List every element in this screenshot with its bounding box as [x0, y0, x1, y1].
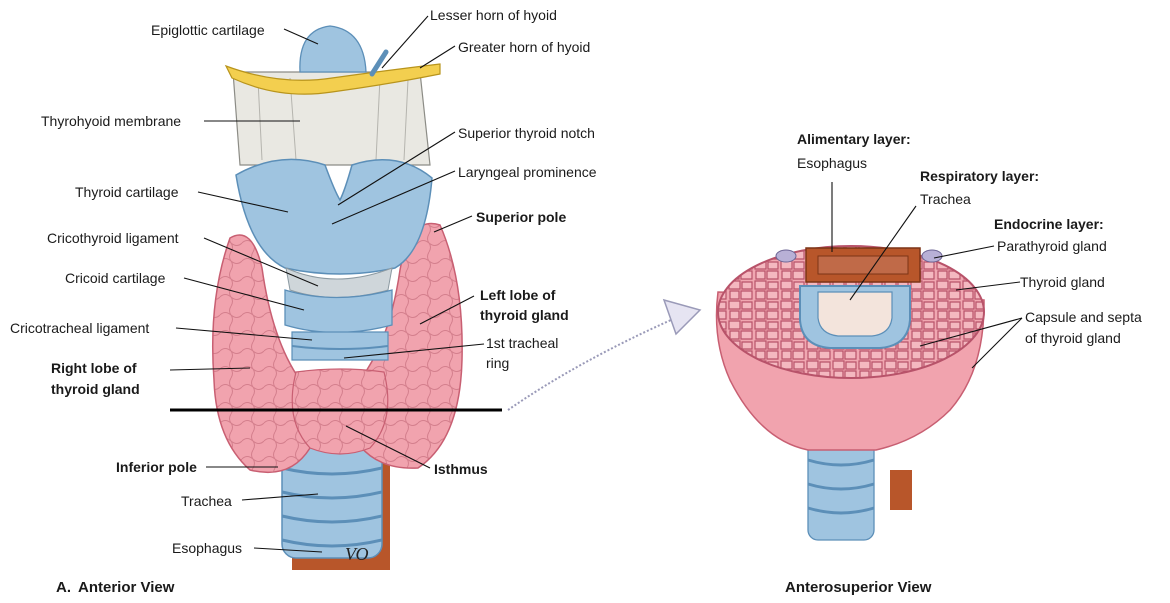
label-respiratory-layer: Respiratory layer: [920, 168, 1039, 184]
caption-anterosuperior-view: Anterosuperior View [785, 579, 932, 596]
label-lesser-horn-of-hyoid: Lesser horn of hyoid [430, 7, 557, 23]
label-cricoid-cartilage: Cricoid cartilage [65, 270, 166, 286]
epiglottic-cartilage-shape [300, 26, 366, 72]
label-esophagus-anterior: Esophagus [172, 540, 242, 556]
label-isthmus: Isthmus [434, 461, 488, 477]
label-parathyroid-gland: Parathyroid gland [997, 238, 1107, 254]
label-trachea-anterior: Trachea [181, 493, 232, 509]
label-right-lobe-line2: thyroid gland [51, 381, 140, 397]
caption-letter: A. [56, 579, 71, 596]
label-left-lobe-line1: Left lobe of [480, 287, 556, 303]
label-capsule-septa-line2: of thyroid gland [1025, 330, 1121, 346]
label-epiglottic-cartilage: Epiglottic cartilage [151, 22, 265, 38]
label-alimentary-layer: Alimentary layer: [797, 131, 911, 147]
label-trachea-section: Trachea [920, 191, 971, 207]
label-laryngeal-prominence: Laryngeal prominence [458, 164, 597, 180]
caption-anterior-view: Anterior View [78, 579, 175, 596]
label-superior-pole: Superior pole [476, 209, 566, 225]
anterior-view: VO [10, 7, 597, 596]
label-first-tracheal-ring-line1: 1st tracheal [486, 335, 558, 351]
label-superior-thyroid-notch: Superior thyroid notch [458, 125, 595, 141]
label-thyrohyoid-membrane: Thyrohyoid membrane [41, 113, 181, 129]
label-right-lobe-line1: Right lobe of [51, 360, 137, 376]
label-esophagus-section: Esophagus [797, 155, 867, 171]
label-endocrine-layer: Endocrine layer: [994, 216, 1104, 232]
anterosuperior-view: Alimentary layer: Esophagus Respiratory … [717, 131, 1142, 596]
label-first-tracheal-ring-line2: ring [486, 355, 509, 371]
label-greater-horn-of-hyoid: Greater horn of hyoid [458, 39, 590, 55]
label-thyroid-gland: Thyroid gland [1020, 274, 1105, 290]
label-cricothyroid-ligament: Cricothyroid ligament [47, 230, 179, 246]
parathyroid-gland-shape [776, 250, 796, 262]
label-capsule-septa-line1: Capsule and septa [1025, 309, 1142, 325]
label-inferior-pole: Inferior pole [116, 459, 197, 475]
label-thyroid-cartilage: Thyroid cartilage [75, 184, 179, 200]
label-left-lobe-line2: thyroid gland [480, 307, 569, 323]
thyroid-cartilage-shape [236, 159, 432, 274]
artist-initials: VO [345, 544, 368, 564]
label-cricotracheal-ligament: Cricotracheal ligament [10, 320, 149, 336]
